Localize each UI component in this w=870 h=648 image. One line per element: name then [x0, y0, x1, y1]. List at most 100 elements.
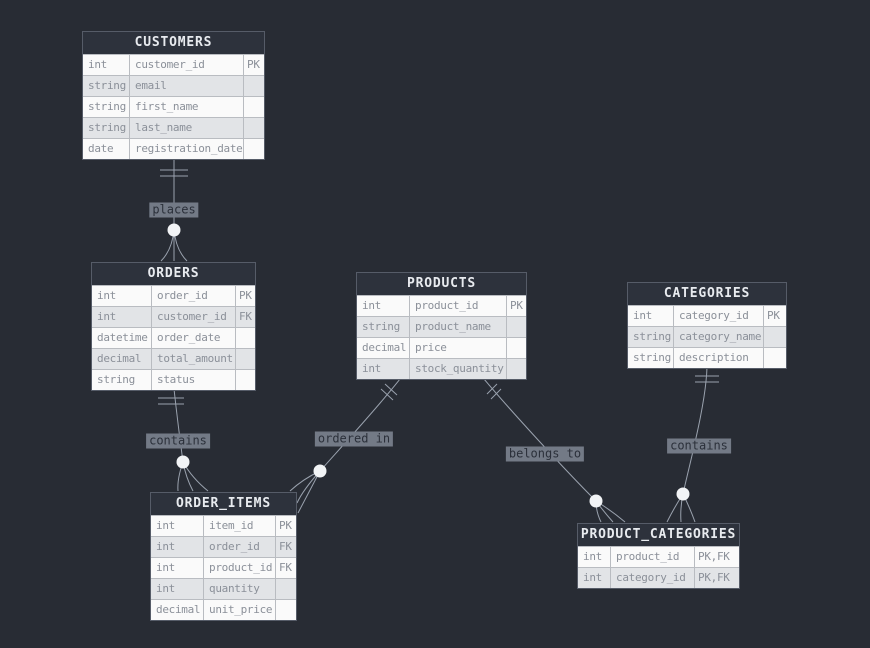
relationship-label-contains[interactable]: contains: [667, 438, 731, 454]
relationship-line: [682, 366, 708, 495]
cell-key: PK,FK: [694, 547, 739, 567]
cell-type: datetime: [97, 331, 148, 344]
cell-name: first_name: [129, 97, 243, 117]
cell-type: int: [156, 582, 175, 595]
cell-type: int: [583, 550, 602, 563]
relationship-places: [160, 158, 188, 262]
cell-key: PK: [506, 296, 526, 316]
table-row[interactable]: date registration_date: [83, 138, 264, 159]
cell-key: [235, 349, 255, 369]
cell-key: [506, 317, 526, 337]
table-header[interactable]: ORDER_ITEMS: [151, 493, 296, 515]
one-cardinality-tick-icon: [486, 383, 498, 395]
cell-key: [275, 579, 296, 599]
relationship-line: [173, 388, 184, 463]
optional-cardinality-circle-icon: [167, 223, 181, 237]
cell-name: customer_id: [129, 55, 243, 75]
cell-key: PK,FK: [694, 568, 739, 588]
table-header[interactable]: CUSTOMERS: [83, 32, 264, 54]
relationship-label-belongs-to[interactable]: belongs to: [505, 446, 585, 462]
cell-key: FK: [235, 307, 255, 327]
cell-type: int: [633, 309, 652, 322]
cell-type: int: [97, 310, 116, 323]
cell-name: quantity: [203, 579, 275, 599]
table-header[interactable]: ORDERS: [92, 263, 255, 285]
relationship-line: [483, 378, 597, 502]
cell-key: [243, 97, 264, 117]
one-cardinality-tick-icon: [490, 388, 502, 400]
optional-cardinality-circle-icon: [676, 487, 690, 501]
cell-name: registration_date: [129, 139, 243, 159]
cell-name: category_name: [673, 327, 763, 347]
relationship-label-contains[interactable]: contains: [146, 433, 210, 449]
cell-key: FK: [275, 558, 296, 578]
cell-type: decimal: [156, 603, 201, 616]
cell-name: order_id: [151, 286, 235, 306]
cell-name: last_name: [129, 118, 243, 138]
relationship-label-places[interactable]: places: [149, 202, 199, 218]
cell-key: [235, 370, 255, 390]
cell-name: product_id: [610, 547, 694, 567]
cell-key: [763, 348, 786, 368]
cell-key: [506, 359, 526, 379]
table-header[interactable]: PRODUCTS: [357, 273, 526, 295]
cell-name: order_date: [151, 328, 235, 348]
cell-key: [763, 327, 786, 347]
cell-name: customer_id: [151, 307, 235, 327]
cell-type: int: [88, 58, 107, 71]
cell-name: product_id: [203, 558, 275, 578]
table-header[interactable]: PRODUCT_CATEGORIES: [578, 524, 739, 546]
one-cardinality-tick-icon: [380, 388, 394, 401]
relationship-line: [319, 378, 401, 472]
table-header[interactable]: CATEGORIES: [628, 283, 786, 305]
cell-type: date: [88, 142, 114, 155]
cell-key: [243, 76, 264, 96]
optional-cardinality-circle-icon: [176, 455, 190, 469]
relationship-ordered-in: [289, 378, 401, 514]
optional-cardinality-circle-icon: [589, 494, 603, 508]
cell-type: int: [362, 299, 381, 312]
cell-name: description: [673, 348, 763, 368]
relationship-label-ordered-in[interactable]: ordered in: [314, 431, 394, 447]
cell-type: int: [583, 571, 602, 584]
cell-type: int: [362, 362, 381, 375]
cell-key: PK: [275, 516, 296, 536]
cell-key: PK: [243, 55, 264, 75]
cell-type: string: [88, 121, 126, 134]
relationship-belongs-to: [483, 378, 626, 523]
cell-key: [235, 328, 255, 348]
table-row[interactable]: int quantity: [151, 578, 296, 599]
cell-name: total_amount: [151, 349, 235, 369]
cell-name: order_id: [203, 537, 275, 557]
